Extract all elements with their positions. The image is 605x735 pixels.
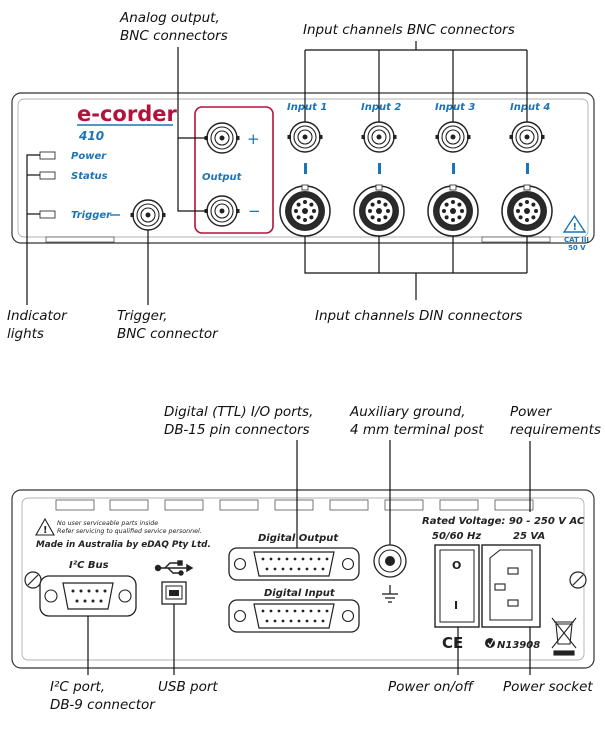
usb-icon [154,560,194,576]
plus-sign: + [247,130,260,148]
front-leader-lines [26,41,528,305]
callout-digital-io-line1: Digital (TTL) I/O ports, [164,404,314,420]
svg-text:!: ! [573,222,578,233]
minus-sign: − [248,202,261,220]
callout-indicator-line1: Indicator [7,308,67,324]
status-led [39,171,56,180]
output-box [194,106,274,234]
digital-input-db15-connector[interactable] [228,599,360,633]
front-foot-left [45,236,115,243]
callout-analog-output-line2: BNC connectors [120,28,228,44]
front-foot-right [481,236,551,243]
callout-power-req-line1: Power [510,404,552,420]
status-label: Status [71,171,108,182]
power-va-text: 25 VA [513,531,545,542]
rated-voltage-text: Rated Voltage: 90 - 250 V AC [422,516,585,527]
power-led [39,151,56,160]
callout-trigger-line1: Trigger, [117,308,168,324]
callout-aux-ground-line1: Auxiliary ground, [350,404,466,420]
right-screw [569,571,587,589]
logo-text: e-corder [77,102,177,126]
input-1-label: Input 1 [287,102,327,113]
made-in-text: Made in Australia by eDAQ Pty Ltd. [36,540,211,550]
rear-leader-lines [87,440,531,675]
callout-power-socket: Power socket [503,679,593,695]
switch-on-mark: I [454,599,458,612]
auxiliary-ground-terminal[interactable] [373,544,407,578]
power-socket[interactable] [481,544,541,628]
i2c-bus-label: I²C Bus [69,560,109,571]
front-panel: e-corder 410 Power Status Trigger Output… [11,92,595,252]
frequency-text: 50/60 Hz [432,531,481,542]
callout-indicator-line2: lights [7,326,44,342]
digital-output-db15-connector[interactable] [228,547,360,581]
input-2-label: Input 2 [361,102,401,113]
warning-text-1: No user serviceable parts inside [57,519,158,527]
input-3-din-connector[interactable] [427,184,479,237]
input-3-label: Input 3 [435,102,475,113]
svg-text:!: ! [43,525,48,536]
input-4-label: Input 4 [510,102,550,113]
switch-off-mark: O [452,559,461,572]
ground-symbol-icon [382,585,398,603]
callout-aux-ground-line2: 4 mm terminal post [350,422,484,438]
model-number: 410 [78,129,104,143]
callout-i2c-line1: I²C port, [50,679,106,695]
callout-power-onoff: Power on/off [388,679,473,695]
i2c-db9-connector[interactable] [39,575,137,617]
left-screw [24,571,42,589]
warning-text-2: Refer servicing to qualified service per… [57,527,202,535]
digital-output-label: Digital Output [258,533,339,544]
weee-bin-icon [551,617,577,656]
ce-mark: CE [442,634,463,652]
c-tick-number: N13908 [497,640,540,651]
input-1-din-connector[interactable] [279,184,331,237]
input-4-din-connector[interactable] [501,184,553,237]
cat-voltage: 50 V [568,244,586,252]
trigger-led [39,210,56,219]
callout-analog-output-line1: Analog output, [120,10,220,26]
cat-rating: CAT III [564,236,589,244]
usb-port[interactable] [161,581,187,605]
rear-warning-icon [35,517,55,536]
callout-trigger-line2: BNC connector [117,326,218,342]
callout-i2c-line2: DB-9 connector [50,697,155,713]
rear-panel: ! No user serviceable parts inside Refer… [11,489,595,669]
c-tick-icon [485,638,495,648]
callout-digital-io-line2: DB-15 pin connectors [164,422,310,438]
callout-power-req-line2: requirements [510,422,601,438]
output-label: Output [202,172,243,183]
power-switch[interactable] [434,544,480,628]
callout-input-din: Input channels DIN connectors [315,308,523,324]
callout-usb-port: USB port [158,679,218,695]
callout-input-bnc: Input channels BNC connectors [303,22,515,38]
power-label: Power [71,151,107,162]
warning-triangle-icon: ! [562,214,587,233]
input-2-din-connector[interactable] [353,184,405,237]
trigger-label: Trigger [71,210,112,221]
digital-input-label: Digital Input [264,588,336,599]
